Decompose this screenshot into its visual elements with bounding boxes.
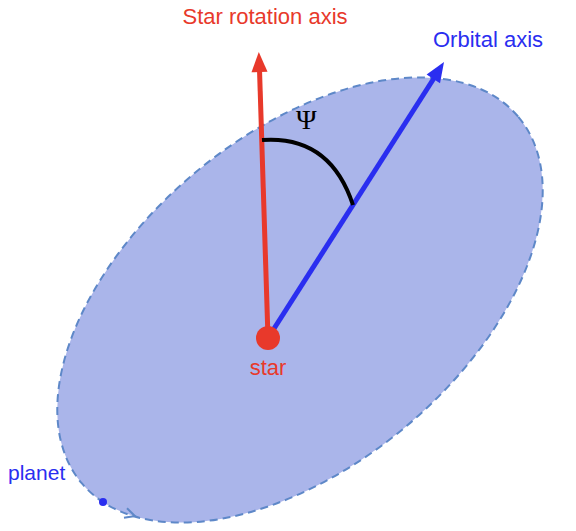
rotation-axis-head xyxy=(252,52,268,72)
orbital-axis-head xyxy=(427,62,444,83)
angle-arc xyxy=(262,140,353,205)
orbit-direction-arrow xyxy=(124,508,135,518)
body-label: star xyxy=(250,355,287,380)
body-label: planet xyxy=(8,461,65,485)
axis-label: Star rotation axis xyxy=(182,4,347,29)
star-disc xyxy=(256,326,280,350)
angle-symbol: Ψ xyxy=(296,104,317,136)
orbital-axis-line xyxy=(268,75,436,338)
rotation-axis-line xyxy=(259,66,268,338)
axis-label: Orbital axis xyxy=(433,27,543,52)
planet-dot xyxy=(99,498,107,506)
